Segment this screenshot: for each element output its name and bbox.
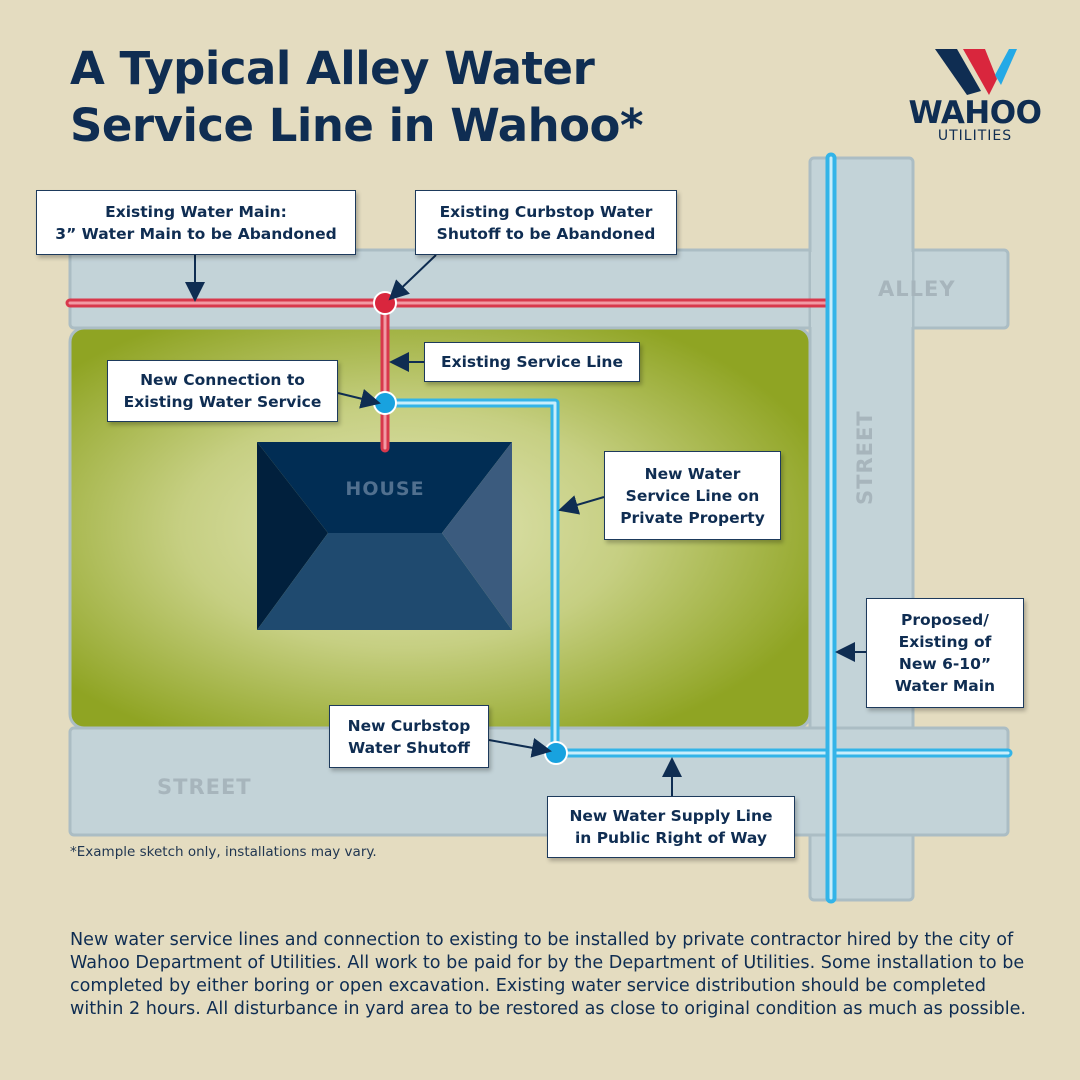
description-paragraph: New water service lines and connection t… [70, 930, 1027, 1019]
new-pipes [380, 152, 1013, 904]
page-title: A Typical Alley Water Service Line in Wa… [70, 40, 830, 154]
street-bottom-label: STREET [157, 775, 252, 799]
footnote: *Example sketch only, installations may … [70, 844, 377, 860]
callout-existing-main: Existing Water Main:3” Water Main to be … [36, 190, 356, 255]
existing-pipes [65, 298, 835, 453]
logo-name: WAHOO [908, 95, 1042, 131]
callout-arrows [185, 254, 866, 796]
alley-label: ALLEY [878, 277, 956, 301]
w-mark-icon [935, 49, 1017, 95]
wahoo-utilities-logo: WAHOO UTILITIES [905, 45, 1045, 150]
new-curbstop-valve [544, 741, 568, 765]
callout-existing-service: Existing Service Line [424, 342, 640, 382]
house [257, 442, 512, 630]
title-line-1: A Typical Alley Water [70, 42, 595, 95]
house-label: HOUSE [345, 478, 425, 500]
street-vertical-label: STREET [853, 410, 877, 505]
logo-subtitle: UTILITIES [937, 128, 1013, 144]
title-line-2: Service Line in Wahoo* [70, 99, 644, 152]
